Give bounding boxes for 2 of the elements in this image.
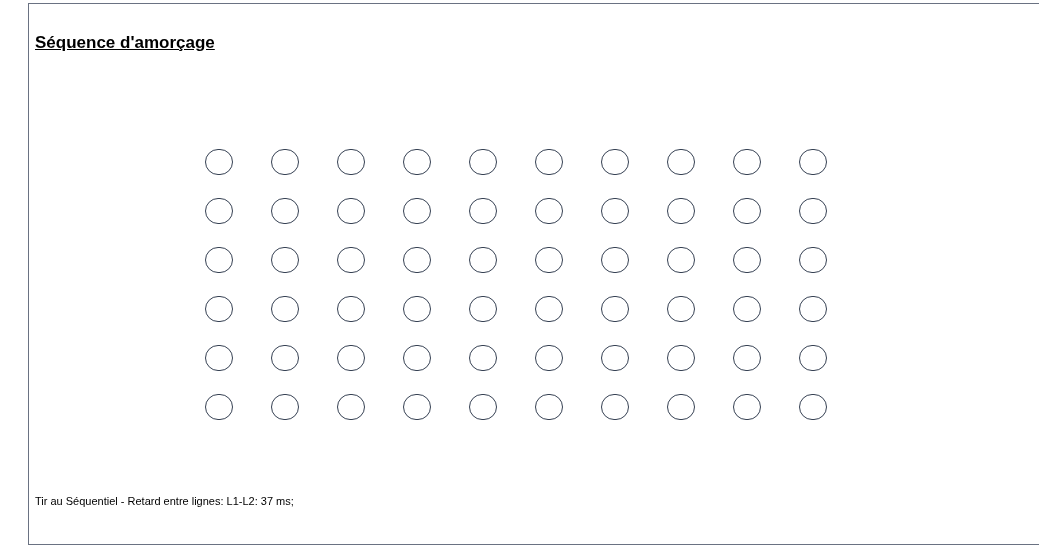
title: Séquence d'amorçage <box>35 32 215 54</box>
note: Tir au Séquentiel - Retard entre lignes: L1-L2: 37 ms; <box>35 494 294 509</box>
